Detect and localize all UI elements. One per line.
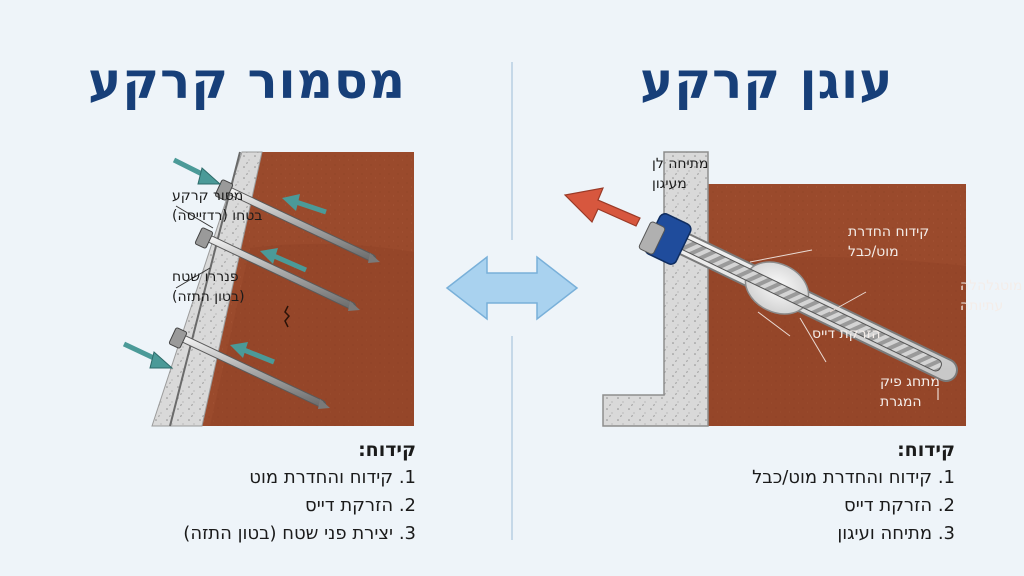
title-ground-anchor: עוגן קרקע <box>640 52 894 110</box>
force-arrow-icon <box>172 157 222 185</box>
force-arrow-icon <box>122 341 174 369</box>
soil-nail-bar <box>168 327 330 409</box>
step-item: 2. הזרקת דייס <box>305 495 416 516</box>
force-arrow-icon <box>260 248 308 273</box>
steps-soil-nailing: קידוח: 1. קידוח והחדרת מוט 2. הזרקת דייס… <box>140 438 416 548</box>
label-tendon: מוטגלהלה עתיותה <box>960 278 1024 314</box>
tension-arrow-icon <box>563 187 641 227</box>
step-item: 3. מתיחה ועיגון <box>837 523 955 544</box>
label-soil-nail: מסור קרקע בטחו (רדזייסה) <box>172 188 262 224</box>
soil-crack <box>284 305 291 328</box>
steps-heading: קידוח: <box>358 439 416 461</box>
steps-ground-anchor: קידוח: 1. קידוח והחדרת מוט/כבל 2. הזרקת … <box>700 438 955 548</box>
step-item: 1. קידוח והחדרת מוט <box>249 467 416 488</box>
double-arrow-icon <box>445 255 579 321</box>
soil-nail-bar <box>194 227 360 311</box>
step-item: 1. קידוח והחדרת מוט/כבל <box>752 467 955 488</box>
soil-nail-diagram: מסור קרקע בטחו (רדזייסה) פנררו שטח (בטון… <box>122 151 414 427</box>
label-facing: פנררו שטח (בטון התזה) <box>172 269 245 305</box>
steps-list: 1. קידוח והחדרת מוט 2. הזרקת דייס 3. יצי… <box>140 464 416 548</box>
label-drilling: קידוח החדרת מוט/כבל <box>848 224 934 260</box>
step-item: 2. הזרקת דייס <box>844 495 955 516</box>
soil-nail-bar <box>214 179 380 263</box>
title-soil-nailing: מסמור קרקע <box>88 52 407 110</box>
label-tension: מתיחה לן מעיגון <box>652 156 713 192</box>
mesh-line <box>169 151 241 427</box>
force-arrow-icon <box>282 194 327 215</box>
label-bond-length: מתחג פיק המגרת <box>880 374 944 410</box>
label-grout: הזרקת דייס <box>812 326 880 342</box>
force-arrow-icon <box>230 342 275 365</box>
step-item: 3. יצירת פני שטח (בטון התזה) <box>183 523 416 544</box>
steps-list: 1. קידוח והחדרת מוט/כבל 2. הזרקת דייס 3.… <box>700 464 955 548</box>
ground-anchor-diagram: מתיחה לן מעיגון קידוח החדרת מוט/כבל מוטג… <box>563 151 1024 427</box>
steps-heading: קידוח: <box>897 439 955 461</box>
anchor-head <box>638 213 692 265</box>
